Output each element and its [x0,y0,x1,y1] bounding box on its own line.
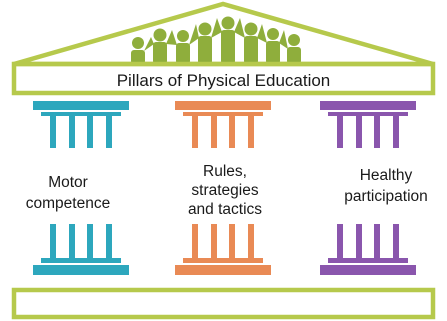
pillar-base-band [41,258,121,263]
pillar-capital-band [41,112,121,116]
pillar-plinth [320,265,416,275]
pillar-lower-shaft [248,224,254,258]
pillar-capital-band [328,112,408,116]
entablature [11,61,436,96]
pillar-upper-shaft [69,116,75,148]
pillar-lower-shaft [87,224,93,258]
pillar-lower-shaft [50,224,56,258]
label-line: and tactics [187,201,263,218]
pillar-label-motor: Motor competence [8,172,128,214]
pillar-upper-shaft [211,116,217,148]
pillar-capital [33,101,129,110]
pillar-capital [320,101,416,110]
pillar-label-healthy: Healthy participation [325,165,447,207]
pillar-lower-shaft [374,224,380,258]
pillar-upper-shaft [337,116,343,148]
pillar-upper-shaft [106,116,112,148]
pillar-upper-shaft [192,116,198,148]
pillar-upper-shaft [393,116,399,148]
pillar-lower-shaft [393,224,399,258]
pillar-lower-shaft [106,224,112,258]
pillar-lower-shaft [356,224,362,258]
pillar-plinth [33,265,129,275]
label-line: Healthy [359,167,413,184]
pillar-label-rules: Rules, strategies and tactics [165,162,285,219]
pillar-lower-shaft [211,224,217,258]
pillar-upper-shaft [87,116,93,148]
pillar-lower-shaft [192,224,198,258]
diagram-title: Pillars of Physical Education [116,71,331,90]
pillar-upper-shaft [50,116,56,148]
foundation-base [11,287,436,320]
pillar-upper-shaft [374,116,380,148]
pillar-base-band [328,258,408,263]
pillar-base-band [183,258,263,263]
pillar-lower-shaft [229,224,235,258]
pillars-layer [33,101,416,275]
label-line: strategies [191,182,259,199]
pillar-healthy [320,101,416,275]
pillar-capital [175,101,271,110]
pillar-lower-shaft [337,224,343,258]
label-line: Rules, [203,163,247,180]
label-line: Motor [48,174,88,191]
pillar-rules [175,101,271,275]
pillar-upper-shaft [248,116,254,148]
pillar-capital-band [183,112,263,116]
label-line: participation [344,188,428,205]
label-line: competence [25,195,111,212]
pillar-motor [33,101,129,275]
pillar-plinth [175,265,271,275]
pillar-upper-shaft [356,116,362,148]
people-holding-hands-icon [131,16,301,64]
pillar-upper-shaft [229,116,235,148]
pillar-lower-shaft [69,224,75,258]
